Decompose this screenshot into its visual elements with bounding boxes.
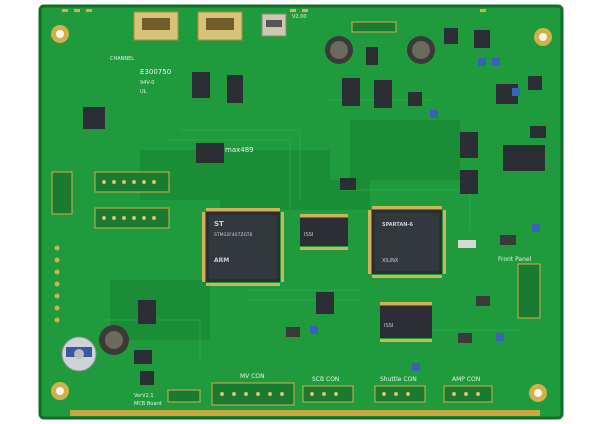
silk-bottom-left-1: VerV2.1 bbox=[134, 393, 154, 399]
edge-pads-top bbox=[62, 9, 486, 12]
sram-chip bbox=[380, 306, 432, 338]
capacitor bbox=[61, 336, 97, 372]
header-pins bbox=[102, 180, 480, 396]
sram-brand: ISSI bbox=[384, 323, 393, 329]
mounting-hole bbox=[51, 25, 552, 402]
silk-top-right-tag: V2.00 bbox=[292, 14, 307, 20]
usb-connector bbox=[133, 11, 287, 41]
chip-pins bbox=[202, 206, 446, 342]
small-ic bbox=[83, 28, 546, 385]
edge-pads-bottom bbox=[70, 410, 540, 416]
mcu-chip bbox=[206, 212, 280, 282]
silk-con-4: AMP CON bbox=[452, 376, 480, 383]
silk-con-2: SCB CON bbox=[312, 376, 339, 383]
edge-pads-left bbox=[54, 245, 60, 323]
sram-brand: ISSI bbox=[304, 232, 313, 238]
silk-ul-code: E300750 bbox=[140, 68, 171, 76]
mcu-part: STM32F407ZGT6 bbox=[214, 232, 253, 238]
mcu-brand: ST bbox=[214, 220, 224, 228]
fpga-brand: SPARTAN-6 bbox=[382, 222, 413, 228]
pin-header bbox=[51, 21, 541, 406]
silk-top-label: CHANNEL bbox=[110, 56, 134, 62]
silk-con-1: MV CON bbox=[240, 373, 265, 380]
mcu-arm: ARM bbox=[214, 257, 229, 264]
fpga-brand-sub: XILINX bbox=[382, 258, 399, 264]
trimmer-capacitor bbox=[310, 57, 540, 371]
traces bbox=[100, 99, 520, 360]
silk-con-3: Shuttle CON bbox=[380, 376, 417, 383]
silk-ul-rating: 94V-0 bbox=[140, 80, 154, 86]
sram-chip bbox=[300, 218, 348, 246]
fpga-chip bbox=[372, 210, 442, 274]
silk-max-chip: max489 bbox=[225, 146, 254, 154]
inductor bbox=[99, 36, 435, 355]
trace-areas bbox=[110, 120, 460, 340]
crystal bbox=[458, 240, 476, 248]
power-regulator bbox=[286, 235, 516, 343]
silk-front-panel: Front Panel bbox=[498, 256, 532, 263]
silk-bottom-left-2: MCB Board bbox=[134, 401, 162, 407]
silk-ul-mark: UL bbox=[140, 89, 147, 95]
